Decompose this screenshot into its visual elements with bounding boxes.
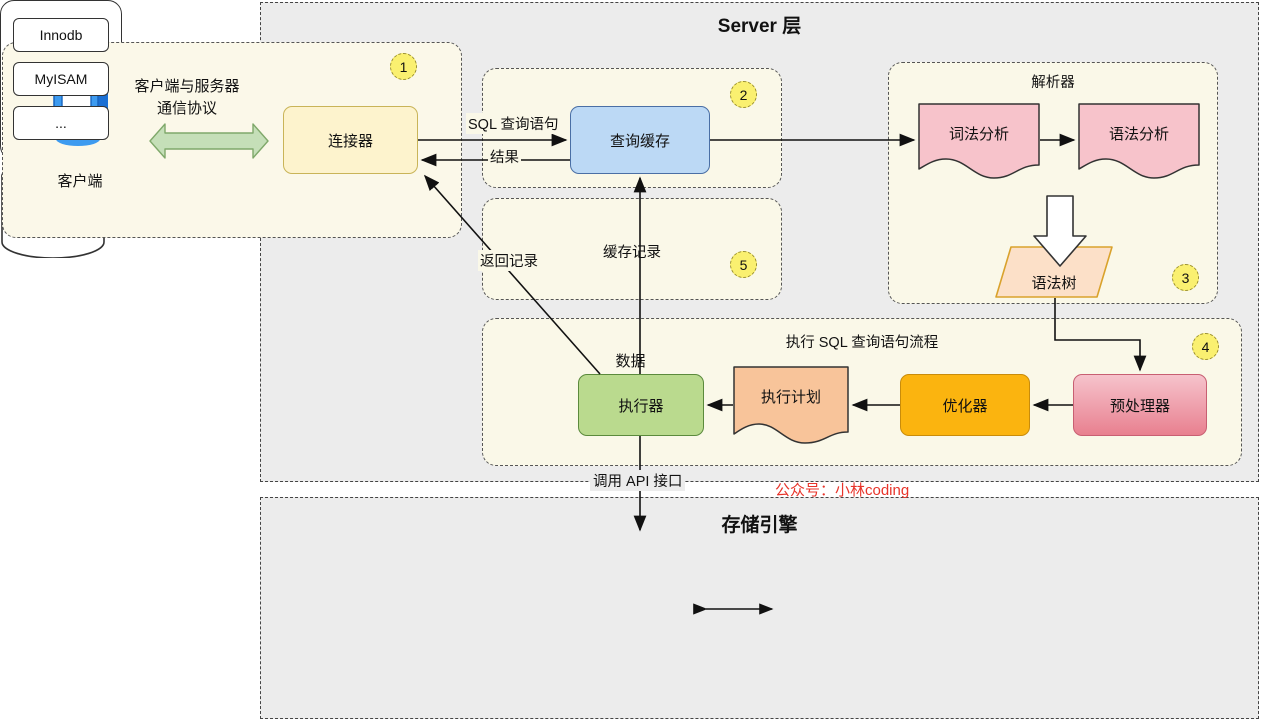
badge-2: 2 <box>730 81 757 108</box>
node-execution-plan-label: 执行计划 <box>760 389 821 406</box>
node-syntax-analysis[interactable]: 语法分析 <box>1078 103 1200 179</box>
protocol-label: 客户端与服务器 通信协议 <box>112 76 262 120</box>
server-layer-title: Server 层 <box>717 16 802 37</box>
protocol-line1: 客户端与服务器 <box>134 78 240 95</box>
node-executor[interactable]: 执行器 <box>578 374 704 436</box>
storage-layer-title: 存储引擎 <box>721 515 798 536</box>
edge-label-call-api: 调用 API 接口 <box>590 470 686 491</box>
edge-label-result: 结果 <box>488 146 521 167</box>
parser-group-title: 解析器 <box>1031 75 1075 91</box>
node-lexical-analysis-label: 词法分析 <box>948 126 1009 143</box>
node-executor-label: 执行器 <box>618 397 664 415</box>
node-data-cylinder[interactable]: 数据 <box>0 160 646 370</box>
node-connector[interactable]: 连接器 <box>283 106 418 174</box>
cache-record-group-title: 缓存记录 <box>603 245 661 261</box>
engine-item-0[interactable]: Innodb <box>13 18 109 52</box>
parser-group: 解析器 3 <box>888 62 1218 304</box>
client-label: 客户端 <box>57 173 103 190</box>
node-preprocessor-label: 预处理器 <box>1109 397 1170 415</box>
node-query-cache[interactable]: 查询缓存 <box>570 106 710 174</box>
node-optimizer[interactable]: 优化器 <box>900 374 1030 436</box>
node-storage-engine-box[interactable]: Innodb MyISAM ... <box>0 0 122 160</box>
node-query-cache-label: 查询缓存 <box>609 132 670 150</box>
protocol-line2: 通信协议 <box>156 100 217 117</box>
node-lexical-analysis[interactable]: 词法分析 <box>918 103 1040 179</box>
execute-sql-flow-title: 执行 SQL 查询语句流程 <box>785 335 939 351</box>
node-execution-plan[interactable]: 执行计划 <box>733 366 849 444</box>
node-syntax-tree-label: 语法树 <box>1031 274 1077 292</box>
badge-1: 1 <box>390 53 417 80</box>
engine-item-1[interactable]: MyISAM <box>13 62 109 96</box>
badge-3: 3 <box>1172 264 1199 291</box>
edge-label-sql-query: SQL 查询语句 <box>466 113 561 134</box>
node-syntax-analysis-label: 语法分析 <box>1108 126 1169 143</box>
edge-label-return-record: 返回记录 <box>478 250 540 271</box>
watermark-text: 公众号：小林coding <box>775 482 910 499</box>
node-preprocessor[interactable]: 预处理器 <box>1073 374 1207 436</box>
engine-item-2[interactable]: ... <box>13 106 109 140</box>
node-connector-label: 连接器 <box>327 132 373 150</box>
badge-5: 5 <box>730 251 757 278</box>
node-optimizer-label: 优化器 <box>942 397 988 415</box>
badge-4: 4 <box>1192 333 1219 360</box>
storage-layer-container: 存储引擎 <box>260 497 1259 719</box>
